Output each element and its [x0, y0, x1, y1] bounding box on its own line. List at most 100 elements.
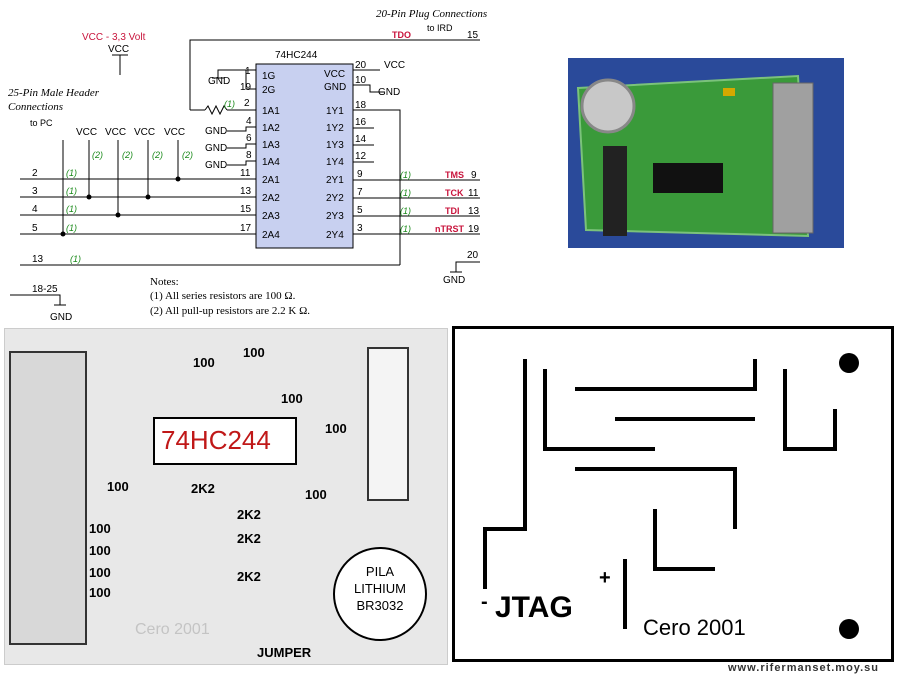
pin-num: 20: [355, 60, 367, 71]
vcc-label: VCC: [105, 127, 126, 138]
pin-num: 19: [240, 82, 252, 93]
pin-num: 16: [355, 117, 367, 128]
res-label: 100: [89, 543, 111, 558]
plug-pin: 11: [468, 188, 479, 199]
res-note: (1): [70, 254, 81, 264]
res-label: 100: [243, 345, 265, 360]
res-note: (1): [400, 206, 411, 216]
signal-tck: TCK: [445, 188, 464, 198]
res-label: 100: [107, 479, 129, 494]
plug-pin: 9: [471, 170, 477, 181]
res-note: (1): [66, 204, 77, 214]
gnd-label: GND: [378, 87, 400, 98]
pin-num: 3: [357, 223, 363, 234]
pin-name: 1A1: [262, 106, 280, 117]
res-label: 2K2: [237, 569, 261, 584]
pin-num: 10: [355, 75, 367, 86]
res-label: 100: [325, 421, 347, 436]
pin-num: 2: [244, 98, 250, 109]
res-label: 100: [89, 521, 111, 536]
signal-tms: TMS: [445, 170, 464, 180]
pin-num: 1: [245, 66, 251, 77]
res-note: (2): [92, 150, 103, 160]
vcc-supply-label: VCC - 3,3 Volt: [82, 32, 146, 43]
plug-pin: 19: [468, 224, 480, 235]
jumper-label: JUMPER: [257, 645, 312, 660]
res-note: (1): [400, 170, 411, 180]
pin-num: 11: [240, 168, 251, 179]
pin-name: 2A1: [262, 175, 280, 186]
header-title-1: 25-Pin Male Header: [8, 87, 100, 99]
plug-to: to IRD: [427, 23, 453, 33]
pcb-copyright: Cero 2001: [643, 615, 746, 640]
res-note: (2): [182, 150, 193, 160]
res-label: 2K2: [237, 507, 261, 522]
pin-num: 9: [357, 169, 363, 180]
pin-num: 5: [357, 205, 363, 216]
notes-title: Notes:: [150, 276, 179, 288]
vcc-label: VCC: [164, 127, 185, 138]
pcb-minus: -: [481, 591, 488, 613]
pin-name: 2Y3: [326, 211, 344, 222]
pin-name: 2Y2: [326, 193, 344, 204]
pc-pin: 2: [32, 168, 38, 179]
component-layout: 74HC244 PILA LITHIUM BR3032 JUMPER Cero …: [4, 328, 448, 665]
plug-pin: 15: [467, 30, 479, 41]
pin-name: 1A3: [262, 140, 280, 151]
plug-pin: 13: [468, 206, 480, 217]
pin-name: 2G: [262, 85, 276, 96]
pin-name: 2A3: [262, 211, 280, 222]
pin-num: 8: [246, 150, 252, 161]
res-note: (1): [66, 168, 77, 178]
chip: 74HC244: [153, 417, 297, 465]
gnd-label: GND: [205, 160, 227, 171]
res-label: 2K2: [237, 531, 261, 546]
pin-name: 1Y4: [326, 157, 344, 168]
pin-num: 17: [240, 223, 252, 234]
header-to: to PC: [30, 118, 53, 128]
pin-name: 1A2: [262, 123, 280, 134]
pin-name: 2A4: [262, 230, 280, 241]
res-label: 100: [89, 565, 111, 580]
pin-num: 15: [240, 204, 252, 215]
res-label: 100: [193, 355, 215, 370]
gnd-label: GND: [205, 126, 227, 137]
note-1: (1) All series resistors are 100 Ω.: [150, 290, 296, 302]
signal-tdi: TDI: [445, 206, 460, 216]
vcc-label: VCC: [108, 44, 129, 55]
pin-num: 18: [355, 100, 367, 111]
pcb-layout: JTAG Cero 2001 + -: [452, 326, 894, 662]
res-label: 100: [89, 585, 111, 600]
res-note: (1): [66, 186, 77, 196]
pcb-plus: +: [599, 567, 611, 589]
pcb-title: JTAG: [495, 591, 573, 624]
gnd-label: GND: [205, 143, 227, 154]
res-note: (1): [66, 223, 77, 233]
battery-line-3: BR3032: [356, 598, 404, 613]
res-note: (2): [122, 150, 133, 160]
pcb-traces: [483, 353, 859, 639]
pin-name: GND: [324, 82, 346, 93]
res-note: (2): [152, 150, 163, 160]
header-connector: [367, 347, 409, 501]
chip-label: 74HC244: [161, 425, 271, 455]
battery-line-2: LITHIUM: [354, 581, 406, 596]
pin-name: 1Y1: [326, 106, 344, 117]
note-2: (2) All pull-up resistors are 2.2 K Ω.: [150, 305, 310, 317]
pin-name: 2Y4: [326, 230, 344, 241]
signal-tdo: TDO: [392, 30, 411, 40]
gnd-label: GND: [50, 312, 72, 323]
layout-copyright: Cero 2001: [135, 621, 210, 638]
pin-num: 13: [240, 186, 252, 197]
pin-name: VCC: [324, 69, 345, 80]
board-photo: [568, 58, 844, 248]
vcc-label: VCC: [76, 127, 97, 138]
gnd-label: GND: [443, 275, 465, 286]
pin-num: 4: [246, 116, 252, 127]
pin-num: 6: [246, 133, 252, 144]
pin-name: 1A4: [262, 157, 280, 168]
signal-ntrst: nTRST: [435, 224, 464, 234]
watermark: www.rifermanset.moy.su: [728, 662, 879, 674]
pin-num: 12: [355, 151, 367, 162]
pc-pin: 13: [32, 254, 44, 265]
